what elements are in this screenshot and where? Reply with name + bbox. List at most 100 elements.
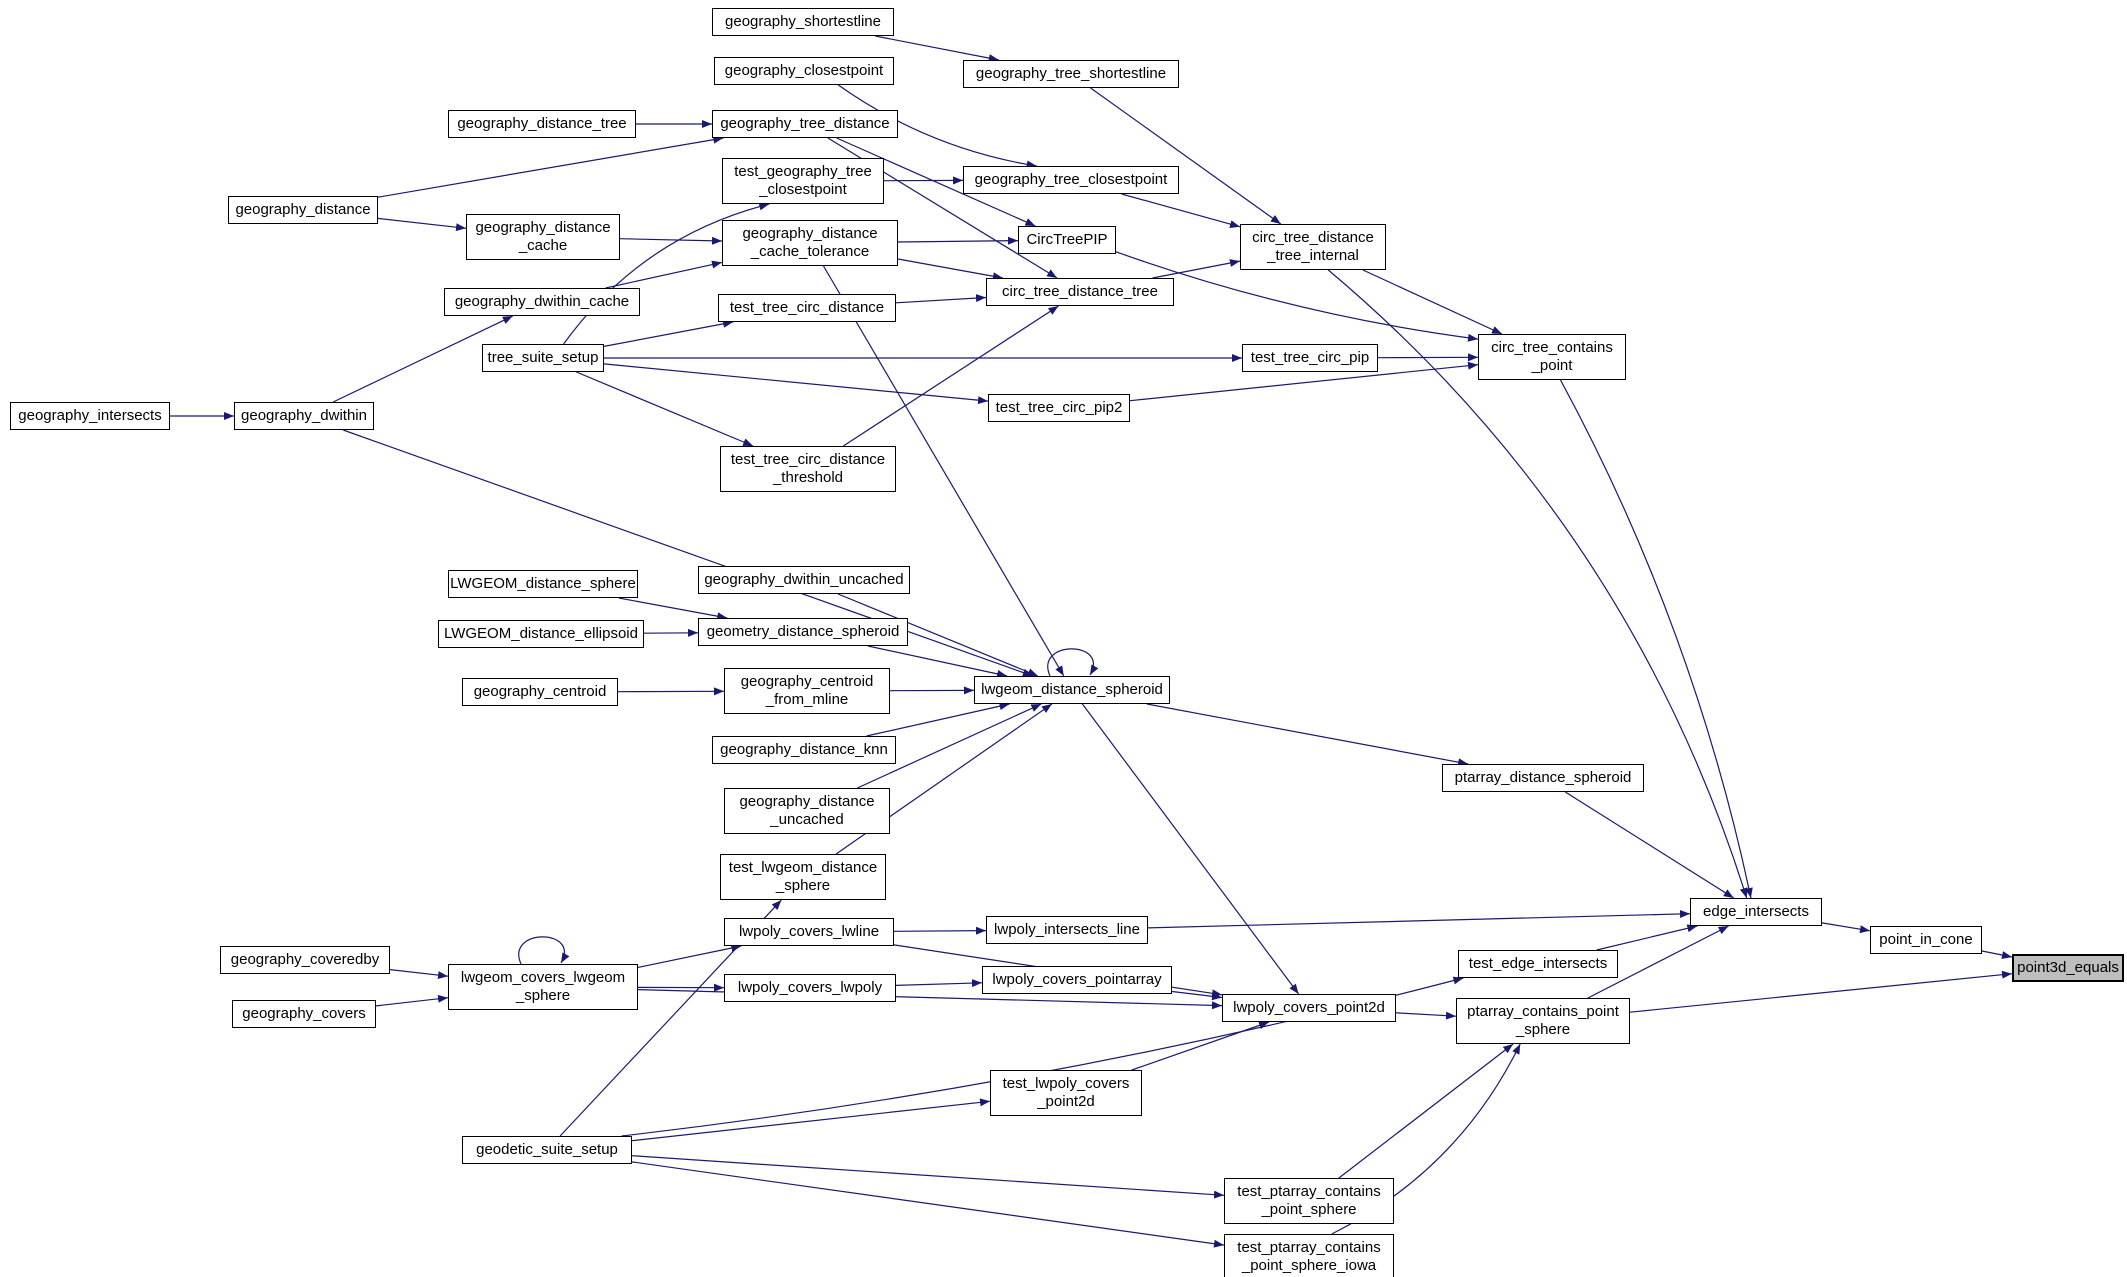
node-tree_suite_setup[interactable]: tree_suite_setup [482, 344, 604, 372]
node-label: test_tree_circ_pip [1250, 348, 1370, 366]
node-ptarray_contains_point_sphere[interactable]: ptarray_contains_point_sphere [1456, 998, 1630, 1044]
node-geography_centroid_from_mline[interactable]: geography_centroid_from_mline [724, 668, 890, 714]
node-test_lwgeom_distance_sphere[interactable]: test_lwgeom_distance_sphere [720, 854, 886, 900]
node-geography_distance_knn[interactable]: geography_distance_knn [712, 736, 896, 764]
node-test_tree_circ_pip2[interactable]: test_tree_circ_pip2 [988, 394, 1130, 422]
node-lwpoly_covers_lwline[interactable]: lwpoly_covers_lwline [724, 918, 894, 946]
node-label: circ_tree_distance_tree [1002, 282, 1158, 300]
node-label: geography_distance_knn [720, 740, 888, 758]
edge-lwgeom_covers_lwgeom_sphere--lwgeom_covers_lwgeom_sphere [518, 936, 570, 965]
node-test_ptarray_contains_point_sphere_iowa[interactable]: test_ptarray_contains_point_sphere_iowa [1224, 1234, 1394, 1277]
node-label: geography_intersects [18, 406, 162, 424]
node-circ_tree_contains_point[interactable]: circ_tree_contains_point [1478, 334, 1626, 380]
edge-edge_intersects--point_in_cone [1821, 922, 1871, 934]
node-geography_centroid[interactable]: geography_centroid [462, 678, 618, 706]
node-geodetic_suite_setup[interactable]: geodetic_suite_setup [462, 1136, 632, 1164]
node-lwgeom_covers_lwgeom_sphere[interactable]: lwgeom_covers_lwgeom_sphere [448, 964, 638, 1010]
node-label: test_tree_circ_distance [730, 450, 886, 468]
node-label: geography_shortestline [725, 12, 881, 30]
edge-geography_distance_cache_tolerance--lwgeom_distance_spheroid [822, 265, 1065, 677]
node-label: geography_closestpoint [724, 61, 884, 79]
edge-tree_suite_setup--test_tree_circ_pip2 [603, 363, 989, 405]
node-label: ptarray_distance_spheroid [1454, 768, 1632, 786]
node-lwpoly_covers_pointarray[interactable]: lwpoly_covers_pointarray [982, 966, 1172, 994]
node-label: _tree_internal [1267, 247, 1359, 264]
node-test_edge_intersects[interactable]: test_edge_intersects [1458, 950, 1618, 978]
node-label: edge_intersects [1703, 902, 1809, 920]
node-geography_tree_closestpoint[interactable]: geography_tree_closestpoint [963, 166, 1179, 194]
node-label: test_tree_circ_distance [729, 298, 885, 316]
node-test_tree_circ_pip[interactable]: test_tree_circ_pip [1242, 344, 1378, 372]
node-lwpoly_covers_point2d[interactable]: lwpoly_covers_point2d [1222, 994, 1396, 1022]
edge-circ_tree_distance_tree_internal--circ_tree_contains_point [1362, 269, 1503, 335]
node-geography_dwithin_cache[interactable]: geography_dwithin_cache [444, 288, 640, 316]
node-label: geography_covers [242, 1004, 366, 1022]
edge-test_edge_intersects--edge_intersects [1596, 924, 1698, 951]
node-label: lwgeom_covers_lwgeom [460, 968, 626, 986]
edge-geography_dwithin--geography_dwithin_cache [332, 315, 514, 403]
node-geography_intersects[interactable]: geography_intersects [10, 402, 170, 430]
edge-test_lwpoly_covers_point2d--lwpoly_covers_point2d [1131, 1021, 1270, 1071]
node-test_tree_circ_distance[interactable]: test_tree_circ_distance [718, 294, 896, 322]
node-lwpoly_intersects_line[interactable]: lwpoly_intersects_line [986, 916, 1148, 944]
node-edge_intersects[interactable]: edge_intersects [1690, 898, 1822, 926]
node-geography_distance_tree[interactable]: geography_distance_tree [448, 110, 636, 138]
node-label: lwgeom_distance_spheroid [981, 680, 1163, 698]
edge-lwpoly_intersects_line--edge_intersects [1147, 909, 1691, 929]
node-point3d_equals: point3d_equals [2012, 954, 2124, 982]
node-test_lwpoly_covers_point2d[interactable]: test_lwpoly_covers_point2d [990, 1070, 1142, 1116]
node-circ_tree_distance_tree[interactable]: circ_tree_distance_tree [986, 278, 1174, 306]
node-label: point_in_cone [1879, 930, 1973, 948]
node-geography_dwithin_uncached[interactable]: geography_dwithin_uncached [698, 566, 910, 594]
edge-tree_suite_setup--test_geography_tree_closestpoint [563, 202, 770, 345]
node-label: test_edge_intersects [1468, 954, 1608, 972]
node-geography_dwithin[interactable]: geography_dwithin [234, 402, 374, 430]
edge-lwpoly_covers_pointarray--lwpoly_covers_point2d [1171, 990, 1223, 1001]
edge-geography_dwithin_cache--geography_distance_cache_tolerance [605, 260, 723, 289]
node-label: test_lwgeom_distance [728, 858, 878, 876]
node-lwgeom_distance_spheroid[interactable]: lwgeom_distance_spheroid [974, 676, 1170, 704]
node-CircTreePIP[interactable]: CircTreePIP [1018, 226, 1116, 254]
node-geography_tree_distance[interactable]: geography_tree_distance [712, 110, 898, 138]
edge-geography_tree_closestpoint--circ_tree_distance_tree_internal [1121, 193, 1241, 228]
edge-lwgeom_distance_spheroid--lwgeom_distance_spheroid [1047, 648, 1099, 677]
node-label: circ_tree_contains [1491, 338, 1613, 356]
edge-test_tree_circ_distance_threshold--circ_tree_distance_tree [842, 305, 1059, 447]
node-geography_tree_shortestline[interactable]: geography_tree_shortestline [963, 60, 1179, 88]
node-geography_closestpoint[interactable]: geography_closestpoint [714, 57, 894, 85]
node-geography_distance_cache_tolerance[interactable]: geography_distance_cache_tolerance [722, 220, 898, 266]
node-geography_distance_cache[interactable]: geography_distance_cache [466, 214, 620, 260]
node-geometry_distance_spheroid[interactable]: geometry_distance_spheroid [698, 618, 908, 646]
node-lwpoly_covers_lwpoly[interactable]: lwpoly_covers_lwpoly [724, 974, 896, 1002]
node-test_geography_tree_closestpoint[interactable]: test_geography_tree_closestpoint [722, 158, 884, 204]
node-label: test_tree_circ_pip2 [995, 398, 1123, 416]
edge-ptarray_distance_spheroid--edge_intersects [1564, 791, 1735, 899]
node-geography_shortestline[interactable]: geography_shortestline [712, 8, 894, 36]
node-ptarray_distance_spheroid[interactable]: ptarray_distance_spheroid [1442, 764, 1644, 792]
node-geography_covers[interactable]: geography_covers [232, 1000, 376, 1028]
node-LWGEOM_distance_ellipsoid[interactable]: LWGEOM_distance_ellipsoid [438, 620, 644, 648]
edge-geometry_distance_spheroid--lwgeom_distance_spheroid [867, 645, 1008, 678]
edge-lwgeom_covers_lwgeom_sphere--lwpoly_covers_lwline [637, 944, 742, 968]
edge-tree_suite_setup--test_tree_circ_distance_threshold [576, 371, 754, 447]
edge-geography_tree_distance--CircTreePIP [836, 137, 1036, 227]
node-label: point3d_equals [2017, 958, 2119, 976]
node-test_ptarray_contains_point_sphere[interactable]: test_ptarray_contains_point_sphere [1224, 1178, 1394, 1224]
node-geography_distance[interactable]: geography_distance [228, 196, 378, 224]
node-label: geography_tree_distance [720, 114, 890, 132]
node-geography_distance_uncached[interactable]: geography_distance_uncached [724, 788, 890, 834]
node-label: CircTreePIP [1026, 230, 1108, 248]
node-label: lwpoly_intersects_line [994, 920, 1140, 938]
node-point_in_cone[interactable]: point_in_cone [1870, 926, 1982, 954]
node-geography_coveredby[interactable]: geography_coveredby [220, 946, 390, 974]
node-test_tree_circ_distance_threshold[interactable]: test_tree_circ_distance_threshold [720, 446, 896, 492]
edge-geography_distance_uncached--lwgeom_distance_spheroid [857, 703, 1042, 789]
edge-ptarray_contains_point_sphere--edge_intersects [1587, 925, 1729, 999]
node-circ_tree_distance_tree_internal[interactable]: circ_tree_distance_tree_internal [1240, 224, 1386, 270]
node-label: test_geography_tree [734, 162, 872, 180]
node-label: _point2d [1037, 1093, 1095, 1110]
node-LWGEOM_distance_sphere[interactable]: LWGEOM_distance_sphere [448, 570, 638, 598]
node-label: geography_centroid [473, 682, 607, 700]
